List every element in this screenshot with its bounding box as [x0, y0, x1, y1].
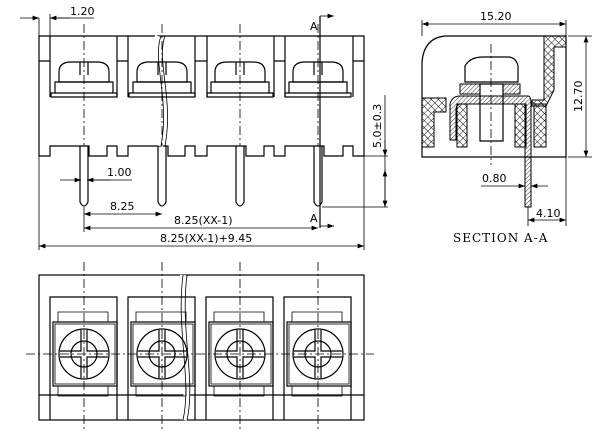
contact-pin	[313, 146, 323, 207]
screw-head-circle	[136, 328, 188, 380]
dim-pitch: 8.25	[110, 200, 135, 213]
terminal-frame-inner	[288, 323, 350, 385]
front-pole	[206, 24, 274, 207]
contact-pin	[235, 146, 245, 207]
dim-extension-lines	[421, 20, 567, 36]
terminal-frame-inner	[132, 323, 194, 385]
section-housing-hatch	[514, 103, 527, 148]
top-body-outline	[38, 274, 365, 421]
top-pole	[127, 262, 196, 432]
dim-total: 8.25(XX-1)+9.45	[160, 232, 252, 245]
break-mask	[178, 274, 190, 421]
phillips-cross-icon	[216, 330, 264, 378]
front-cell-dividers	[39, 36, 364, 97]
screw-head	[136, 61, 188, 83]
terminal-frame	[52, 321, 118, 387]
section-caption: SECTION A-A	[453, 231, 548, 245]
top-cell	[205, 296, 274, 420]
dim-width: 15.20	[480, 10, 512, 23]
dim-extension-lines	[38, 14, 94, 36]
section-body-outline	[421, 35, 567, 158]
dim-pin-length: 5.0±0.3	[371, 104, 384, 148]
dim-pin-thickness: 0.80	[482, 172, 507, 185]
terminal-clamp	[57, 311, 109, 397]
section-housing-hatch	[456, 103, 468, 148]
front-view: A A 1.20 1.00 8.25 8.25(XX-1) 8.25(XX-1)…	[20, 5, 388, 250]
front-pole	[128, 24, 196, 207]
top-cell	[49, 296, 118, 420]
screw-head-circle	[58, 328, 110, 380]
top-cell	[283, 296, 352, 420]
contact-pin	[79, 146, 89, 207]
terminal-clamp	[135, 311, 187, 397]
screw-head	[214, 61, 266, 83]
screw-head-circle	[214, 328, 266, 380]
top-view	[26, 262, 374, 432]
terminal-frame	[130, 321, 196, 387]
front-pole	[284, 24, 352, 207]
break-line	[180, 274, 191, 421]
top-pole	[283, 262, 352, 432]
section-screw-thread	[479, 83, 504, 142]
dim-height: 12.70	[572, 81, 585, 113]
dim-span: 8.25(XX-1)	[174, 214, 233, 227]
terminal-frame-inner	[210, 323, 272, 385]
dim-pin-offset: 4.10	[536, 207, 561, 220]
screw-washer	[206, 81, 274, 98]
screw-washer	[50, 81, 118, 98]
terminal-clamp	[213, 311, 265, 397]
break-line	[158, 35, 168, 147]
screw-washer	[128, 81, 196, 98]
terminal-frame	[208, 321, 274, 387]
dim-extension-lines	[38, 156, 365, 250]
section-screw-head	[464, 56, 519, 83]
terminal-clamp	[291, 311, 343, 397]
screw-head-circle	[292, 328, 344, 380]
section-housing-hatch	[533, 103, 547, 148]
section-clamp-hatch	[459, 83, 521, 95]
section-mark-bottom: A	[310, 212, 318, 225]
top-pole	[205, 262, 274, 432]
phillips-cross-icon	[60, 330, 108, 378]
front-body-outline	[38, 35, 365, 157]
section-contact-pin	[449, 95, 532, 208]
phillips-cross-icon	[138, 330, 186, 378]
dim-pin-width: 1.00	[107, 166, 132, 179]
terminal-frame-inner	[54, 323, 116, 385]
dim-extension-lines	[527, 157, 567, 226]
front-pole	[50, 24, 118, 207]
phillips-cross-icon	[294, 330, 342, 378]
terminal-frame	[286, 321, 352, 387]
contact-pin	[157, 146, 167, 207]
screw-head	[292, 61, 344, 83]
section-housing-hatch	[421, 97, 447, 148]
screw-head	[58, 61, 110, 83]
dim-pitch-offset: 1.20	[70, 5, 95, 18]
section-housing-hatch	[531, 35, 567, 107]
section-mark-top: A	[310, 20, 318, 33]
top-pole	[49, 262, 118, 432]
screw-washer	[284, 81, 352, 98]
section-view: 15.20 12.70 0.80 4.10 SECTION A-A	[421, 10, 592, 245]
